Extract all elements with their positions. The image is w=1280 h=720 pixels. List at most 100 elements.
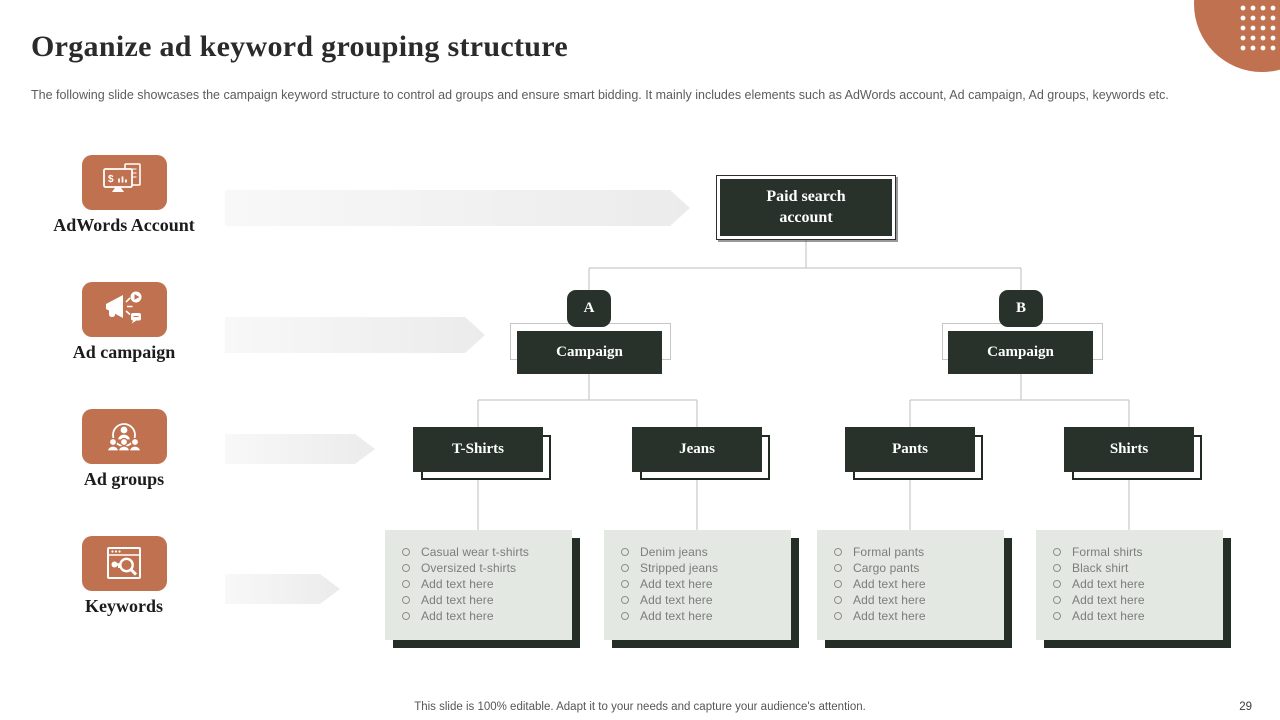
keyword-item: Formal shirts [1053, 544, 1217, 560]
dots-grid-decoration [1238, 3, 1280, 51]
node-ad-group-shirts-label: Shirts [1064, 427, 1194, 472]
legend-label-keywords: Keywords [85, 596, 163, 616]
circle-bullet-icon [834, 612, 842, 620]
keyword-text: Add text here [1072, 609, 1145, 623]
keyword-panel-shirts[interactable]: Formal shirts Black shirt Add text here … [1036, 530, 1223, 640]
node-paid-search-account[interactable]: Paid search account [716, 175, 896, 240]
keyword-item: Oversized t-shirts [402, 560, 566, 576]
keyword-text: Formal pants [853, 545, 925, 559]
node-ad-group-pants-label: Pants [845, 427, 975, 472]
svg-text:$: $ [108, 174, 114, 185]
node-paid-search-account-label: Paid search account [720, 179, 892, 236]
arrow-adwords-account [225, 190, 690, 226]
arrow-ad-campaign [225, 317, 485, 353]
circle-bullet-icon [621, 580, 629, 588]
node-ad-group-tshirts-label: T-Shirts [413, 427, 543, 472]
circle-bullet-icon [834, 564, 842, 572]
keyword-item: Add text here [621, 576, 785, 592]
keyword-panel-jeans[interactable]: Denim jeans Stripped jeans Add text here… [604, 530, 791, 640]
keyword-item: Black shirt [1053, 560, 1217, 576]
campaign-a-tag[interactable]: A [567, 290, 611, 327]
keyword-text: Add text here [640, 593, 713, 607]
keyword-item: Add text here [621, 608, 785, 624]
arrow-ad-groups [225, 434, 375, 464]
arrow-keywords [225, 574, 340, 604]
node-ad-group-jeans-label: Jeans [632, 427, 762, 472]
keyword-item: Denim jeans [621, 544, 785, 560]
keyword-item: Add text here [402, 576, 566, 592]
circle-bullet-icon [621, 548, 629, 556]
keyword-text: Add text here [640, 577, 713, 591]
keyword-item: Add text here [834, 576, 998, 592]
circle-bullet-icon [1053, 580, 1061, 588]
keywords-icon-tile[interactable] [81, 536, 167, 591]
keyword-item: Add text here [1053, 608, 1217, 624]
keyword-text: Add text here [853, 609, 926, 623]
keyword-text: Add text here [1072, 593, 1145, 607]
legend-item-ad-groups: Ad groups [24, 409, 224, 490]
megaphone-icon [106, 291, 142, 323]
circle-bullet-icon [1053, 596, 1061, 604]
campaign-b-tag[interactable]: B [999, 290, 1043, 327]
keyword-text: Stripped jeans [640, 561, 719, 575]
keyword-item: Add text here [834, 592, 998, 608]
keyword-text: Add text here [640, 609, 713, 623]
keyword-text: Add text here [421, 593, 494, 607]
node-ad-group-tshirts[interactable]: T-Shirts [413, 427, 551, 480]
page-number: 29 [1239, 701, 1252, 713]
circle-bullet-icon [1053, 612, 1061, 620]
keyword-text: Cargo pants [853, 561, 920, 575]
keyword-item: Add text here [402, 608, 566, 624]
keyword-text: Black shirt [1072, 561, 1129, 575]
circle-bullet-icon [621, 596, 629, 604]
keyword-text: Add text here [853, 593, 926, 607]
circle-bullet-icon [402, 612, 410, 620]
monitor-dollar-icon: $ [103, 162, 141, 192]
circle-bullet-icon [402, 580, 410, 588]
keyword-text: Add text here [421, 609, 494, 623]
circle-bullet-icon [834, 596, 842, 604]
node-campaign-a[interactable]: Campaign [517, 331, 662, 374]
keyword-item: Formal pants [834, 544, 998, 560]
circle-bullet-icon [621, 564, 629, 572]
circle-bullet-icon [402, 596, 410, 604]
ad-groups-icon-tile[interactable] [81, 409, 167, 464]
legend-label-ad-campaign: Ad campaign [72, 342, 176, 362]
circle-bullet-icon [834, 580, 842, 588]
page-title: Organize ad keyword grouping structure [31, 30, 568, 63]
circle-bullet-icon [1053, 548, 1061, 556]
legend-item-adwords-account: $ AdWords Account [24, 155, 224, 236]
legend-item-keywords: Keywords [24, 536, 224, 617]
keyword-text: Add text here [853, 577, 926, 591]
keyword-item: Add text here [621, 592, 785, 608]
keyword-item: Add text here [834, 608, 998, 624]
slide-subtitle: The following slide showcases the campai… [31, 88, 1169, 102]
footer-note: This slide is 100% editable. Adapt it to… [414, 701, 866, 713]
ad-campaign-icon-tile[interactable] [81, 282, 167, 337]
adwords-account-icon-tile[interactable]: $ [81, 155, 167, 210]
legend-label-ad-groups: Ad groups [83, 469, 165, 489]
legend-item-ad-campaign: Ad campaign [24, 282, 224, 363]
node-campaign-b[interactable]: Campaign [948, 331, 1093, 374]
node-ad-group-jeans[interactable]: Jeans [632, 427, 770, 480]
keyword-item: Casual wear t-shirts [402, 544, 566, 560]
node-ad-group-pants[interactable]: Pants [845, 427, 983, 480]
circle-bullet-icon [1053, 564, 1061, 572]
keyword-item: Stripped jeans [621, 560, 785, 576]
keyword-panel-tshirts[interactable]: Casual wear t-shirts Oversized t-shirts … [385, 530, 572, 640]
keyword-text: Oversized t-shirts [421, 561, 517, 575]
circle-bullet-icon [402, 564, 410, 572]
keyword-item: Add text here [1053, 576, 1217, 592]
keyword-text: Add text here [421, 577, 494, 591]
keyword-text: Formal shirts [1072, 545, 1143, 559]
keyword-search-icon [107, 546, 141, 579]
audience-group-icon [106, 422, 142, 452]
legend-label-adwords-account: AdWords Account [53, 215, 195, 235]
circle-bullet-icon [402, 548, 410, 556]
keyword-text: Add text here [1072, 577, 1145, 591]
node-ad-group-shirts[interactable]: Shirts [1064, 427, 1202, 480]
keyword-item: Add text here [402, 592, 566, 608]
keyword-panel-pants[interactable]: Formal pants Cargo pants Add text here A… [817, 530, 1004, 640]
